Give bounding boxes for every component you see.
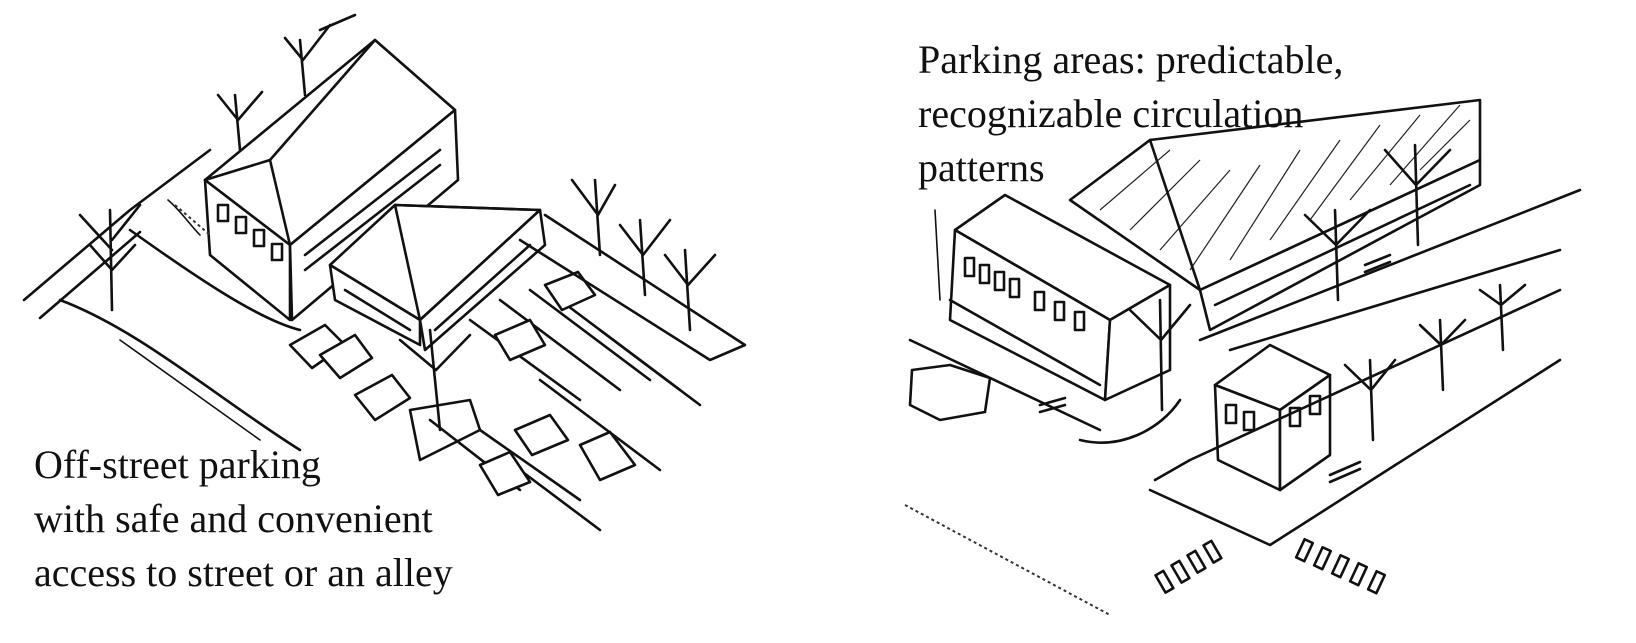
caption-line: with safe and convenient	[34, 496, 433, 541]
caption-line: recognizable circulation	[918, 91, 1304, 136]
tree	[78, 13, 717, 432]
offstreet-parking-caption: Off-street parking with safe and conveni…	[34, 438, 453, 600]
parked-car	[288, 270, 637, 497]
parking-stall-lines	[428, 288, 702, 532]
caption-line: Off-street parking	[34, 442, 321, 487]
window-row	[963, 256, 1086, 332]
caption-line: patterns	[918, 145, 1045, 190]
window-row	[216, 148, 442, 272]
offstreet-parking-sketch	[22, 13, 747, 532]
caption-line: Parking areas: predictable,	[918, 37, 1344, 82]
caption-line: access to street or an alley	[34, 550, 453, 595]
crosswalk	[1154, 537, 1387, 595]
parking-circulation-caption: Parking areas: predictable, recognizable…	[918, 33, 1343, 195]
